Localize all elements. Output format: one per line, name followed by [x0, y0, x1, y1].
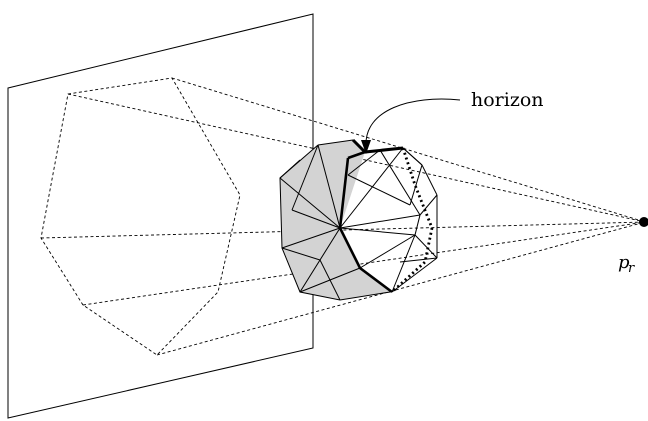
viewpoint-label-subscript: r: [628, 261, 635, 276]
horizon-label: horizon: [471, 89, 544, 111]
viewpoint-dot: [639, 217, 648, 227]
polytope-edges: [279, 139, 438, 301]
viewpoint-label: p: [618, 252, 630, 273]
projection-rays: [40, 77, 646, 356]
horizon-edge-main: [338, 157, 393, 294]
horizon-edge-top: [347, 150, 366, 160]
horizon-arrow-curve: [365, 98, 461, 146]
horizon-arrow-head: [361, 140, 371, 154]
projection-plane: [7, 13, 314, 419]
projected-shadow-outline: [40, 77, 241, 356]
hidden-horizon-edge: [391, 147, 434, 294]
